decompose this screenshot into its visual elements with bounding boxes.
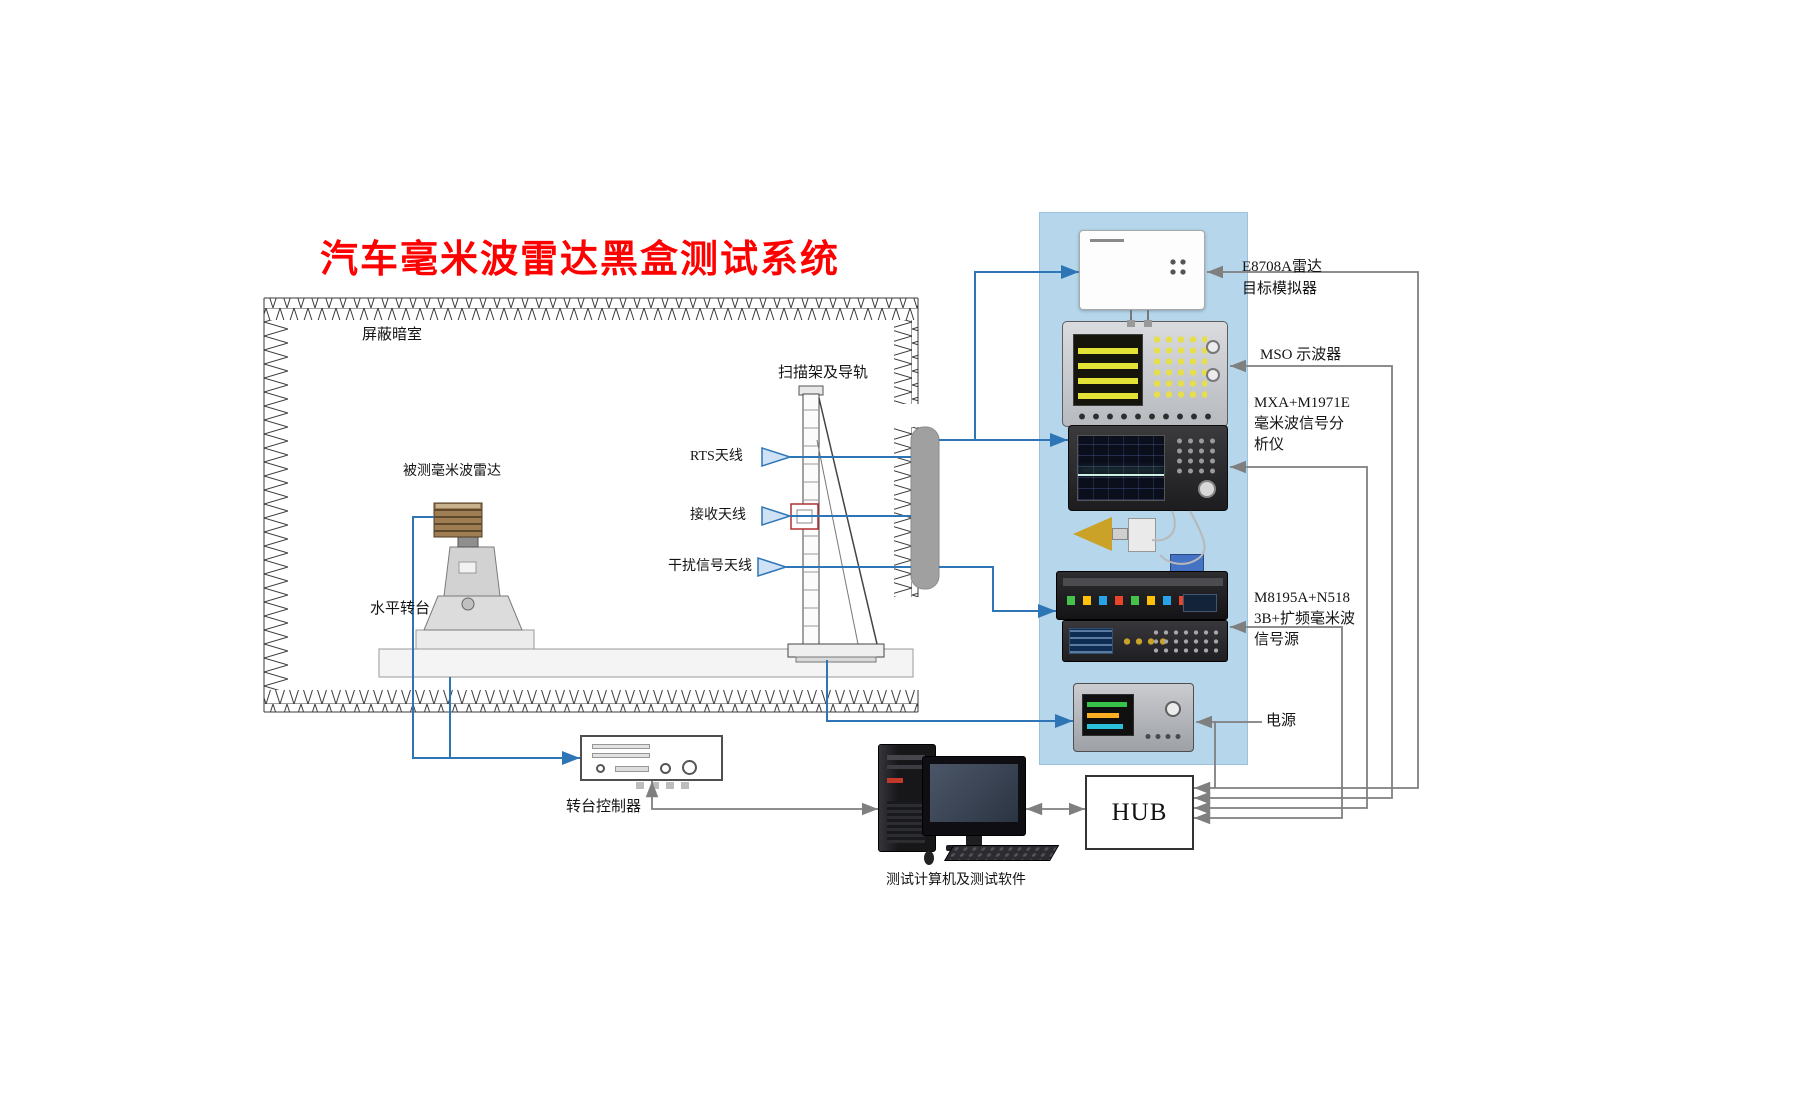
diagram-title: 汽车毫米波雷达黑盒测试系统	[320, 239, 841, 281]
analyzer-label-line2: 毫米波信号分	[1254, 416, 1345, 432]
tower-vent	[887, 801, 925, 843]
tower-logo	[887, 778, 903, 783]
antenna-horns	[757, 446, 793, 578]
controller-feet	[636, 782, 694, 789]
scanner-frame	[787, 385, 885, 663]
oscilloscope-device	[1062, 321, 1228, 427]
chamber-floor-rail	[378, 648, 914, 678]
absorber-wall-right-lower	[894, 427, 918, 597]
dvd-drive-slot	[887, 755, 925, 760]
controller-knob	[660, 763, 671, 774]
awg-screen	[1183, 594, 1217, 612]
oscilloscope-label: MSO 示波器	[1260, 347, 1342, 363]
chamber-label: 屏蔽暗室	[362, 327, 423, 343]
controller-knob	[596, 764, 605, 773]
oscilloscope-buttons	[1151, 334, 1207, 398]
oscilloscope-knob	[1206, 368, 1220, 382]
source-label-line2: 3B+扩频毫米波	[1254, 611, 1355, 627]
awg-colored-ports	[1067, 596, 1195, 605]
controller-knob	[682, 760, 697, 775]
monitor-screen	[930, 764, 1018, 822]
waveguide-horn	[1073, 517, 1112, 551]
computer-keyboard	[944, 845, 1060, 861]
feedthrough-bar	[910, 426, 940, 590]
signal-generator-device	[1062, 620, 1228, 662]
radar-target-simulator-device	[1079, 230, 1205, 310]
generator-keypad	[1151, 628, 1219, 656]
radar-to-controller-link	[412, 516, 580, 765]
turntable-label: 水平转台	[370, 601, 431, 617]
controller-slot	[592, 744, 650, 749]
radar-under-test	[433, 502, 483, 538]
analyzer-trace	[1078, 474, 1164, 476]
smart-mixer-module	[1128, 518, 1156, 552]
absorber-wall-right-upper	[894, 320, 918, 404]
rts-antenna-horn	[761, 446, 793, 468]
power-supply-label: 电源	[1266, 713, 1297, 729]
oscilloscope-trace	[1078, 343, 1138, 399]
oscilloscope-ports	[1075, 411, 1217, 422]
analyzer-knob	[1198, 480, 1216, 498]
waveguide-adapter	[1112, 528, 1128, 540]
source-label-line1: M8195A+N518	[1254, 590, 1350, 606]
monitor-stand	[966, 836, 982, 845]
signal-analyzer-device	[1068, 425, 1228, 511]
turntable-assembly	[415, 502, 535, 650]
analyzer-keypad	[1174, 436, 1218, 476]
analyzer-label-line1: MXA+M1971E	[1254, 395, 1350, 411]
awg-signal-source-device	[1056, 571, 1228, 620]
scanner-carriage	[790, 503, 819, 530]
turntable-controller-device	[580, 735, 723, 781]
receive-antenna-label: 接收天线	[690, 508, 746, 523]
hub-box: HUB	[1085, 775, 1194, 850]
absorber-wall-top	[264, 298, 918, 320]
turntable-controller-label: 转台控制器	[566, 799, 642, 815]
simulator-connector-dots	[1168, 257, 1188, 277]
analyzer-label-line3: 析仪	[1254, 437, 1285, 453]
absorber-wall-left	[264, 320, 288, 690]
computer-label: 测试计算机及测试软件	[886, 873, 1026, 888]
absorber-walls	[263, 297, 919, 713]
computer-mouse	[924, 851, 934, 865]
radar-under-test-label: 被测毫米波雷达	[403, 464, 501, 479]
generator-sma-connectors	[1121, 637, 1169, 646]
source-label-line3: 信号源	[1254, 632, 1300, 648]
power-supply-device	[1073, 683, 1194, 752]
power-supply-knob	[1165, 701, 1181, 717]
awg-display-strip	[1063, 578, 1223, 586]
interference-antenna-label: 干扰信号天线	[668, 559, 752, 574]
oscilloscope-knob	[1206, 340, 1220, 354]
rts-antenna-label: RTS天线	[690, 449, 743, 464]
simulator-label-line1: E8708A雷达	[1242, 259, 1322, 275]
scanner-label: 扫描架及导轨	[778, 365, 869, 381]
power-supply-buttons	[1143, 731, 1183, 742]
simulator-label-line2: 目标模拟器	[1242, 281, 1318, 297]
chamber-outline	[263, 297, 919, 713]
oscilloscope-screen	[1073, 334, 1143, 406]
scanner-to-power-link	[826, 660, 1073, 728]
computer-monitor	[922, 756, 1026, 836]
power-supply-screen	[1082, 694, 1134, 736]
analyzer-screen	[1077, 435, 1165, 501]
generator-screen	[1069, 628, 1113, 654]
dvd-drive-slot	[887, 765, 925, 769]
interference-antenna-horn	[757, 556, 789, 578]
controller-display-window	[615, 766, 649, 772]
receive-antenna-horn	[761, 505, 793, 527]
simulator-vent-slot	[1090, 239, 1124, 242]
rf-blue-links	[412, 265, 1079, 765]
absorber-wall-bottom	[264, 690, 918, 712]
hub-label: HUB	[1111, 798, 1168, 826]
controller-slot	[592, 753, 650, 758]
